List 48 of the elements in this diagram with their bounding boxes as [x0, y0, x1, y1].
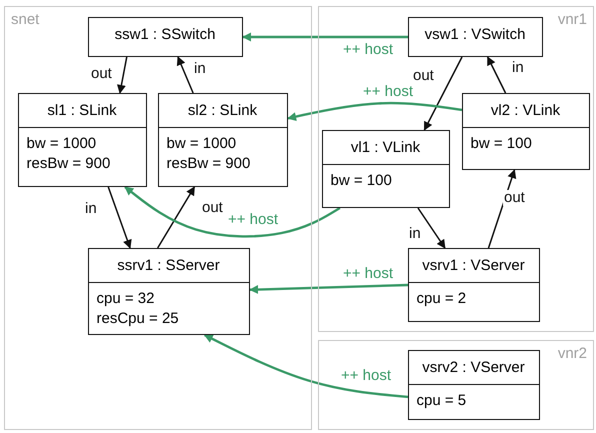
object-name: vsrv2 : VServer: [408, 350, 538, 384]
object-name: sl2 : SLink: [158, 94, 286, 128]
attribute-text: bw = 1000: [166, 134, 238, 154]
class-box: [88, 16, 242, 56]
group-label: vnr1: [558, 11, 587, 28]
attribute-text: cpu = 32: [96, 288, 156, 308]
object-name: vl2 : VLink: [462, 94, 588, 128]
arrow: [486, 56, 506, 94]
arrow: [157, 186, 196, 248]
arrow: [108, 186, 132, 249]
arrow: [424, 56, 463, 131]
arrow: [176, 56, 194, 94]
attribute-text: cpu = 2: [416, 288, 468, 308]
attribute-text: bw = 100: [330, 170, 393, 190]
arrow: [117, 56, 128, 94]
arrow: [204, 334, 408, 398]
group-frame: [318, 6, 594, 332]
class-box: [18, 92, 146, 186]
arrow: [488, 169, 516, 248]
class-box: [408, 248, 540, 322]
arrow: [417, 208, 446, 249]
group-label: vnr2: [558, 345, 587, 362]
class-box: [88, 248, 250, 334]
arrow: [249, 284, 408, 294]
attribute-text: resBw = 900: [166, 154, 252, 174]
edge-label: out: [503, 190, 526, 206]
class-box: [322, 130, 450, 208]
class-box: [408, 350, 540, 420]
class-box: [462, 92, 590, 170]
attribute-text: resBw = 900: [26, 154, 112, 174]
arrow: [124, 186, 341, 238]
attribute-text: bw = 1000: [26, 134, 98, 154]
object-name: vsrv1 : VServer: [408, 248, 538, 282]
class-box: [408, 16, 542, 56]
object-name: ssw1 : SSwitch: [114, 24, 216, 44]
object-name: vsw1 : VSwitch: [424, 24, 526, 44]
attribute-text: cpu = 5: [416, 390, 468, 410]
arrow: [242, 32, 408, 42]
attribute-text: bw = 100: [470, 134, 533, 154]
group-frame: [4, 6, 312, 430]
object-name: ssrv1 : SServer: [88, 248, 248, 282]
group-label: snet: [11, 11, 40, 28]
group-frame: [318, 340, 594, 430]
object-name: sl1 : SLink: [18, 94, 146, 128]
class-box: [158, 92, 288, 186]
attribute-text: resCpu = 25: [96, 308, 180, 328]
arrow: [287, 102, 462, 122]
object-name: vl1 : VLink: [322, 130, 448, 164]
